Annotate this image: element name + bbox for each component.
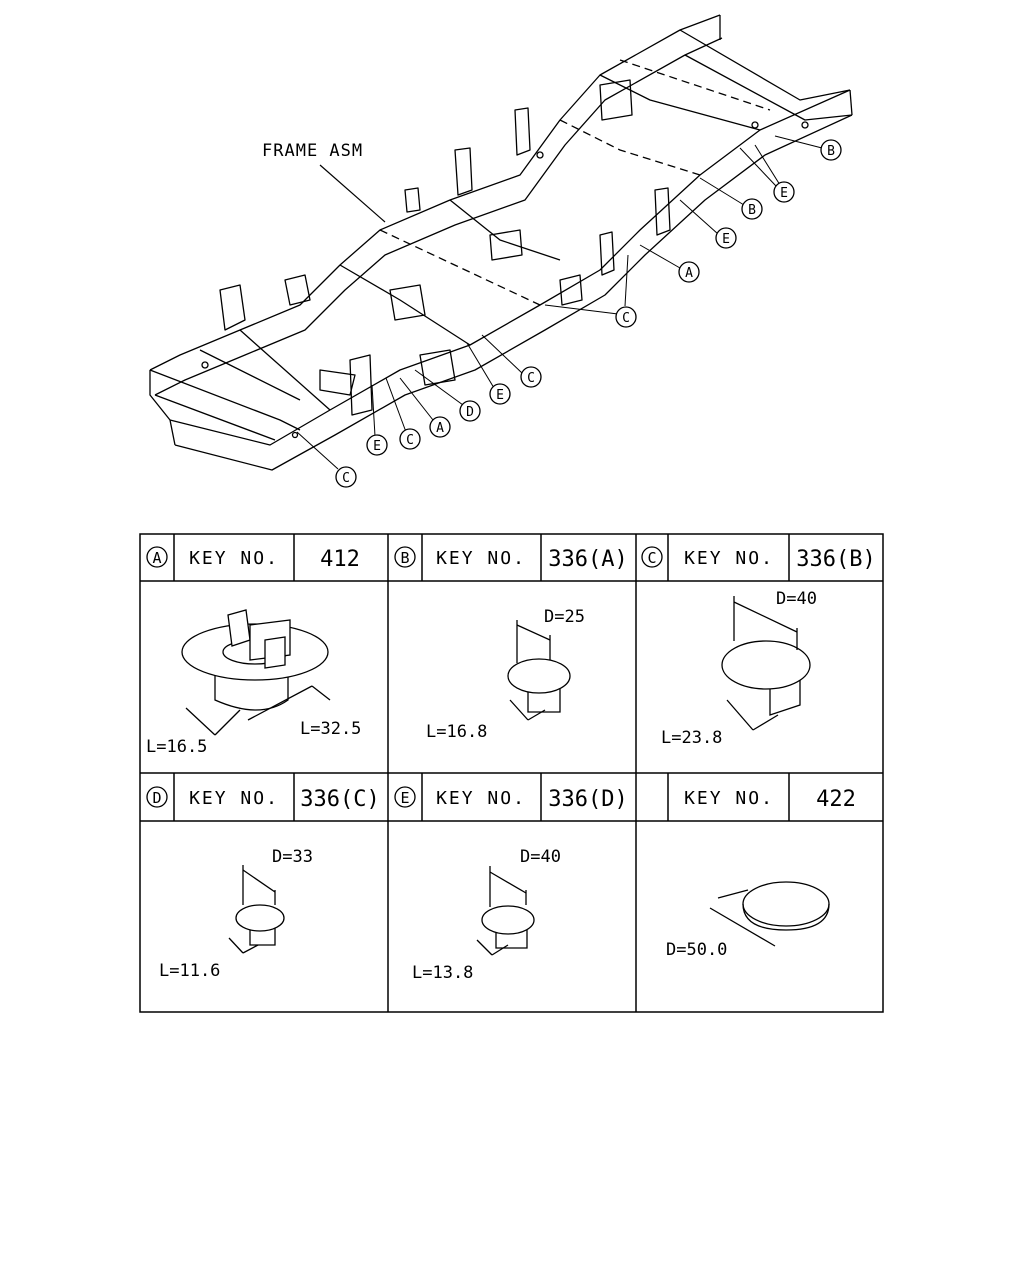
callout-d-1: D xyxy=(459,400,481,422)
svg-text:A: A xyxy=(152,549,161,567)
svg-text:C: C xyxy=(342,471,350,486)
part-e-dim-l: L=13.8 xyxy=(412,963,473,983)
svg-text:336(C): 336(C) xyxy=(300,787,379,812)
svg-text:C: C xyxy=(527,371,535,386)
svg-text:C: C xyxy=(406,433,414,448)
frame-assembly-drawing xyxy=(149,14,853,471)
svg-text:336(B): 336(B) xyxy=(796,547,875,572)
svg-text:A: A xyxy=(685,266,693,281)
svg-text:412: 412 xyxy=(320,547,360,572)
part-d-dim-d: D=33 xyxy=(272,847,313,867)
svg-text:KEY NO.: KEY NO. xyxy=(684,788,774,809)
svg-text:B: B xyxy=(400,549,409,567)
part-a-dim-l2: L=32.5 xyxy=(300,719,361,739)
part-b-illustration xyxy=(507,620,571,721)
part-a-illustration xyxy=(181,609,331,736)
part-b-dim-l: L=16.8 xyxy=(426,722,487,742)
callout-c-4: C xyxy=(335,466,357,488)
cell-422-header: KEY NO. 422 xyxy=(684,787,856,812)
cell-d-header: D KEY NO. 336(C) xyxy=(146,786,380,812)
callout-c-3: C xyxy=(399,428,421,450)
callout-e-4: E xyxy=(366,434,388,456)
callout-leaders xyxy=(296,135,823,470)
callout-c-2: C xyxy=(520,366,542,388)
svg-text:422: 422 xyxy=(816,787,856,812)
part-422-dim-d: D=50.0 xyxy=(666,940,727,960)
part-422-illustration xyxy=(709,881,830,947)
callout-b-1: B xyxy=(820,139,842,161)
svg-text:E: E xyxy=(722,232,730,247)
svg-text:E: E xyxy=(780,186,788,201)
callout-e-2: E xyxy=(715,227,737,249)
part-b-dim-d: D=25 xyxy=(544,607,585,627)
svg-text:C: C xyxy=(622,311,630,326)
svg-text:D: D xyxy=(466,405,474,420)
frame-asm-label: FRAME ASM xyxy=(262,141,363,161)
cell-a-header: A KEY NO. 412 xyxy=(146,546,360,572)
part-e-illustration xyxy=(476,866,535,956)
callout-a-1: A xyxy=(678,261,700,283)
part-d-illustration xyxy=(228,865,285,954)
svg-text:KEY NO.: KEY NO. xyxy=(436,788,526,809)
cell-c-header: C KEY NO. 336(B) xyxy=(641,546,876,572)
svg-text:336(A): 336(A) xyxy=(548,547,627,572)
svg-text:D: D xyxy=(152,789,161,807)
svg-text:336(D): 336(D) xyxy=(548,787,627,812)
svg-text:B: B xyxy=(827,144,835,159)
part-c-dim-d: D=40 xyxy=(776,589,817,609)
svg-text:E: E xyxy=(373,439,381,454)
svg-text:E: E xyxy=(400,789,409,807)
svg-text:KEY NO.: KEY NO. xyxy=(684,548,774,569)
cell-e-header: E KEY NO. 336(D) xyxy=(394,786,628,812)
svg-text:KEY NO.: KEY NO. xyxy=(436,548,526,569)
svg-text:B: B xyxy=(748,203,756,218)
callout-e-3: E xyxy=(489,383,511,405)
svg-text:C: C xyxy=(647,549,656,567)
svg-text:E: E xyxy=(496,388,504,403)
part-e-dim-d: D=40 xyxy=(520,847,561,867)
callout-a-2: A xyxy=(429,416,451,438)
callout-e-1: E xyxy=(773,181,795,203)
svg-text:KEY NO.: KEY NO. xyxy=(189,788,279,809)
part-c-dim-l: L=23.8 xyxy=(661,728,722,748)
callout-b-2: B xyxy=(741,198,763,220)
svg-text:KEY NO.: KEY NO. xyxy=(189,548,279,569)
callout-c-1: C xyxy=(615,306,637,328)
part-a-dim-l1: L=16.5 xyxy=(146,737,207,757)
svg-text:A: A xyxy=(436,421,444,436)
cell-b-header: B KEY NO. 336(A) xyxy=(394,546,628,572)
key-table xyxy=(139,533,884,1013)
part-d-dim-l: L=11.6 xyxy=(159,961,220,981)
part-c-illustration xyxy=(721,596,811,731)
